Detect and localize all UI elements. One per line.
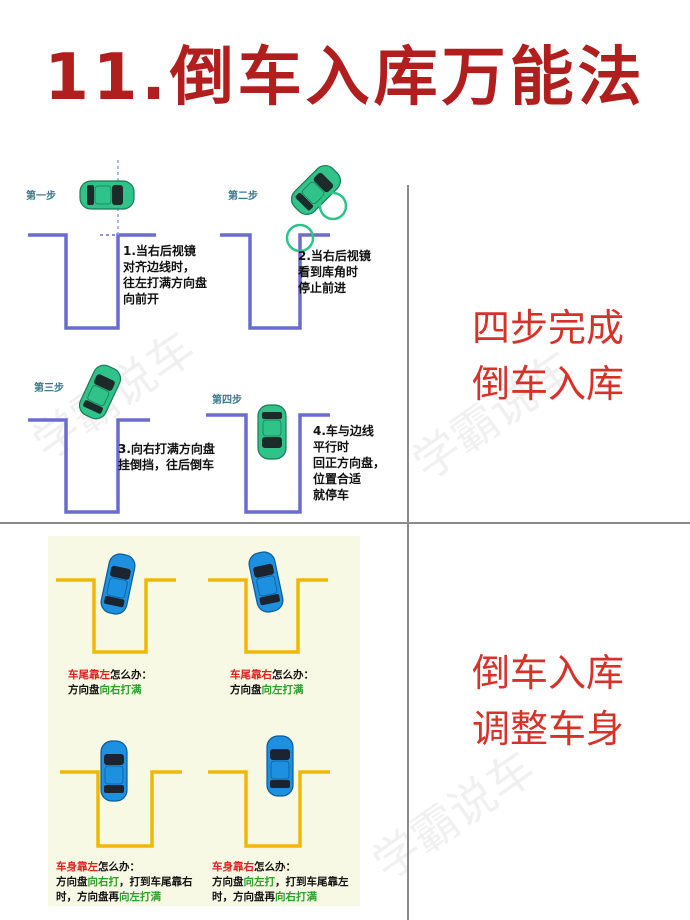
side-caption: 倒车入库 调整车身 — [418, 645, 678, 757]
case-text: 方向盘向右打满 — [68, 683, 142, 696]
watermark: 学霸说车 — [362, 740, 545, 891]
case-text: 方向盘向左打满 — [230, 683, 304, 696]
step-label: 第三步 — [34, 381, 64, 394]
page-title: 11.倒车入库万能法 — [44, 41, 646, 115]
caption-line: 四步完成 — [471, 306, 624, 350]
side-caption: 四步完成 倒车入库 — [418, 300, 678, 412]
case-text: 时，方向盘再向右打满 — [212, 890, 317, 903]
caption-line: 倒车入库 — [471, 362, 624, 406]
step-note: 3.向右打满方向盘挂倒挡，往后倒车 — [118, 441, 215, 472]
step-note: 4.车与边线平行时回正方向盘，位置合适就停车 — [313, 423, 385, 502]
case-text: 车尾靠右怎么办： — [230, 668, 314, 681]
case-text: 时，方向盘再向左打满 — [56, 890, 161, 903]
case-text: 车尾靠左怎么办： — [68, 668, 152, 681]
case-text: 方向盘向右打，打到车尾靠右 — [56, 875, 193, 888]
green-car — [257, 404, 287, 460]
case-text: 方向盘向左打，打到车尾靠左 — [212, 875, 349, 888]
step-note: 2.当右后视镜看到库角时停止前进 — [298, 248, 371, 295]
step-label: 第一步 — [26, 189, 56, 202]
step-note: 1.当右后视镜对齐边线时，往左打满方向盘向前开 — [123, 243, 207, 306]
blue-car — [266, 735, 294, 797]
case-text: 车身靠左怎么办： — [56, 860, 140, 873]
green-car — [286, 160, 346, 220]
step-label: 第四步 — [212, 393, 242, 406]
green-car — [75, 361, 125, 423]
adjust-body-diagram: 车尾靠左怎么办： 方向盘向右打满 车尾靠右怎么办： 方向盘向左打满 车身靠左怎么… — [48, 536, 360, 906]
case-text: 车身靠右怎么办： — [212, 860, 296, 873]
divider-horizontal — [0, 522, 690, 524]
four-step-diagram: 第一步 1.当右后视镜对齐边线时，往左打满方向盘向前开 第二步 2.当右后视镜看… — [26, 160, 385, 514]
divider-vertical — [407, 185, 409, 920]
caption-line: 倒车入库 — [471, 651, 624, 695]
blue-car — [100, 740, 128, 802]
step-label: 第二步 — [228, 189, 258, 202]
green-car — [79, 180, 135, 210]
caption-line: 调整车身 — [471, 707, 624, 751]
